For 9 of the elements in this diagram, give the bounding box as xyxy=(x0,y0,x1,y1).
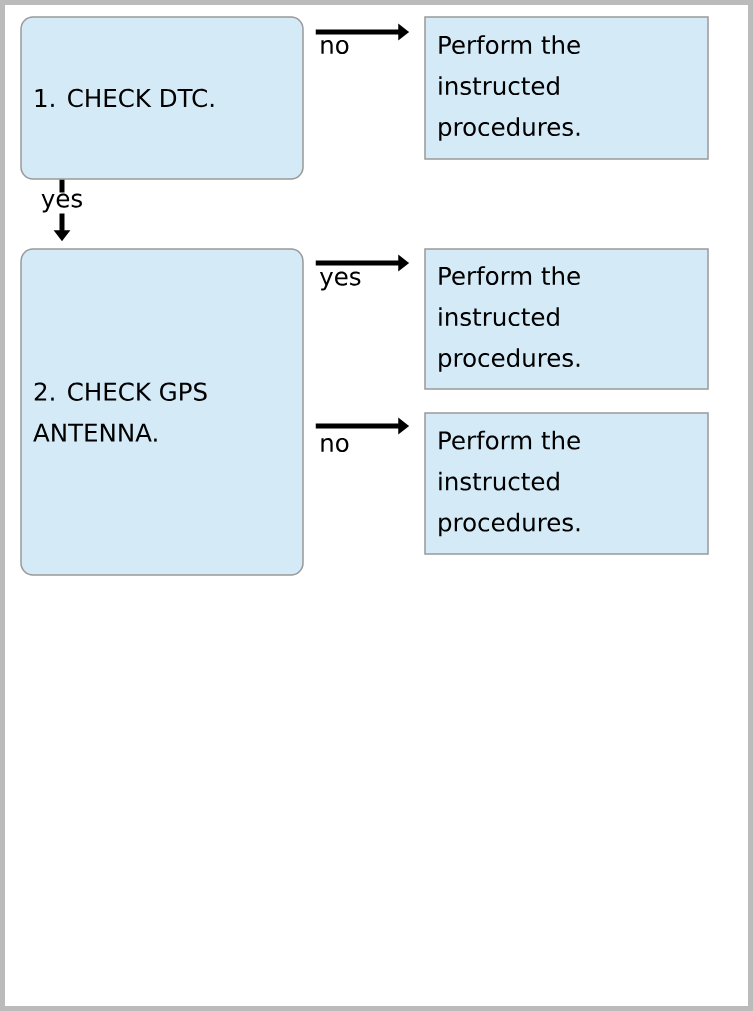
edge-label: yes xyxy=(39,192,85,214)
step-box: 1. CHECK DTC. xyxy=(20,16,304,180)
edge-label: no xyxy=(318,38,351,56)
action-box: Perform the instructed procedures. xyxy=(424,248,709,390)
action-box: Perform the instructed procedures. xyxy=(424,16,709,160)
step-box: 2. CHECK GPS ANTENNA. xyxy=(20,248,304,576)
edge-label: no xyxy=(318,436,351,454)
edge-label: yes xyxy=(318,270,363,292)
action-box: Perform the instructed procedures. xyxy=(424,412,709,555)
